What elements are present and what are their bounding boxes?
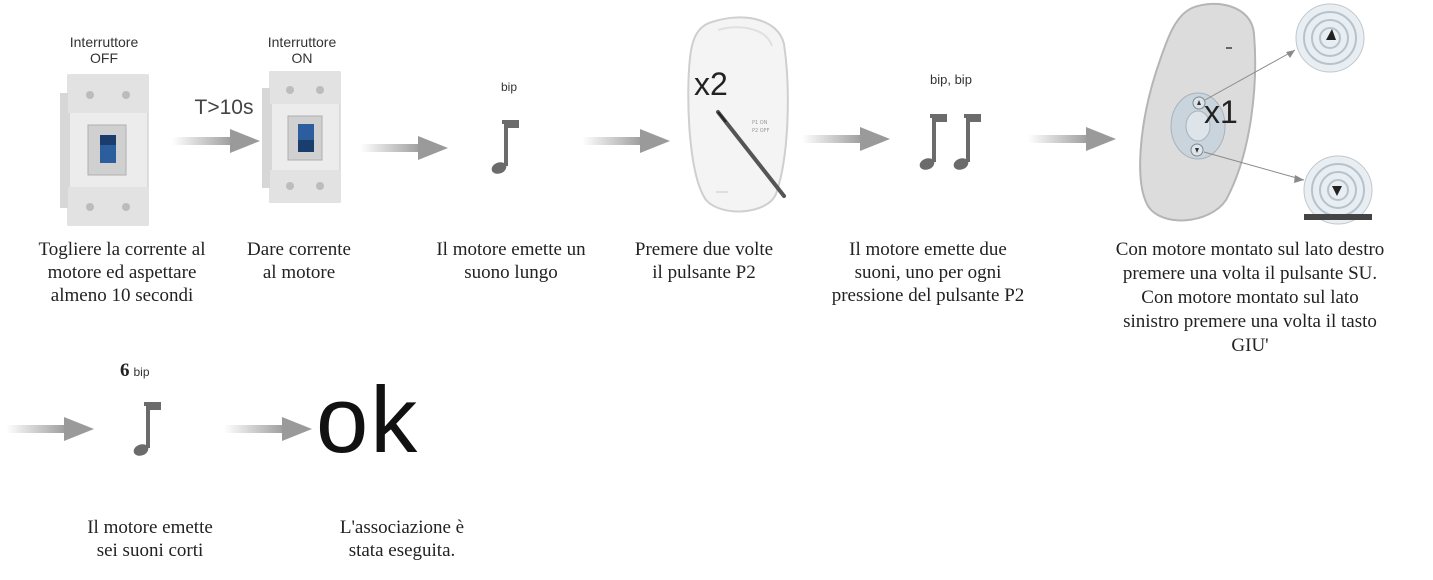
beep-count: 6 xyxy=(120,360,130,381)
remote-control-icon: P1 ON P2 OFF xyxy=(687,16,789,213)
up-button-zoom xyxy=(1295,3,1365,73)
breaker-off-icon xyxy=(60,74,149,226)
step4-caption: Premere due volte il pulsante P2 xyxy=(634,239,774,283)
double-music-note-icon xyxy=(919,114,981,170)
ok-label: ok xyxy=(316,367,420,472)
remote-control-tilted-icon xyxy=(1139,2,1373,225)
step1-caption: Togliere la corrente al motore ed aspett… xyxy=(38,239,206,306)
breaker-on-state: ON xyxy=(291,50,313,66)
breaker-off-title: Interruttore xyxy=(69,34,139,50)
press-once-count: x1 xyxy=(1204,94,1238,130)
down-button-zoom xyxy=(1303,155,1373,225)
arrow-icon xyxy=(360,136,448,160)
beep-label: bip xyxy=(501,80,518,94)
step2-caption: Dare corrente al motore xyxy=(247,239,351,283)
svg-text:P2 OFF: P2 OFF xyxy=(752,128,770,134)
double-beep-label: bip, bip xyxy=(930,72,972,87)
arrow-icon xyxy=(172,129,260,153)
pen-icon xyxy=(716,110,786,198)
arrow-icon xyxy=(802,127,890,151)
breaker-on-icon xyxy=(262,71,341,203)
beep-word: bip xyxy=(133,365,150,379)
breaker-off-state: OFF xyxy=(90,50,118,66)
step7-caption: Il motore emette sei suoni corti xyxy=(87,517,213,561)
svg-text:P1 ON: P1 ON xyxy=(752,120,768,126)
arrow-icon xyxy=(582,129,670,153)
arrow-icon xyxy=(224,417,312,441)
arrow-icon xyxy=(1028,127,1116,151)
step3-caption: Il motore emette un suono lungo xyxy=(436,239,586,283)
step8-caption: L'associazione è stata eseguita. xyxy=(339,517,465,561)
six-beep-label: 6 bip xyxy=(120,360,150,382)
music-note-icon xyxy=(491,120,519,174)
step5-caption: Il motore emette due suoni, uno per ogni… xyxy=(831,239,1025,306)
timer-label: T>10s xyxy=(194,96,254,119)
step6-caption: Con motore montato sul lato destro preme… xyxy=(1115,239,1385,356)
press-count: x2 xyxy=(694,66,728,102)
music-note-icon xyxy=(133,402,161,456)
arrow-icon xyxy=(6,417,94,441)
breaker-on-title: Interruttore xyxy=(267,34,337,50)
